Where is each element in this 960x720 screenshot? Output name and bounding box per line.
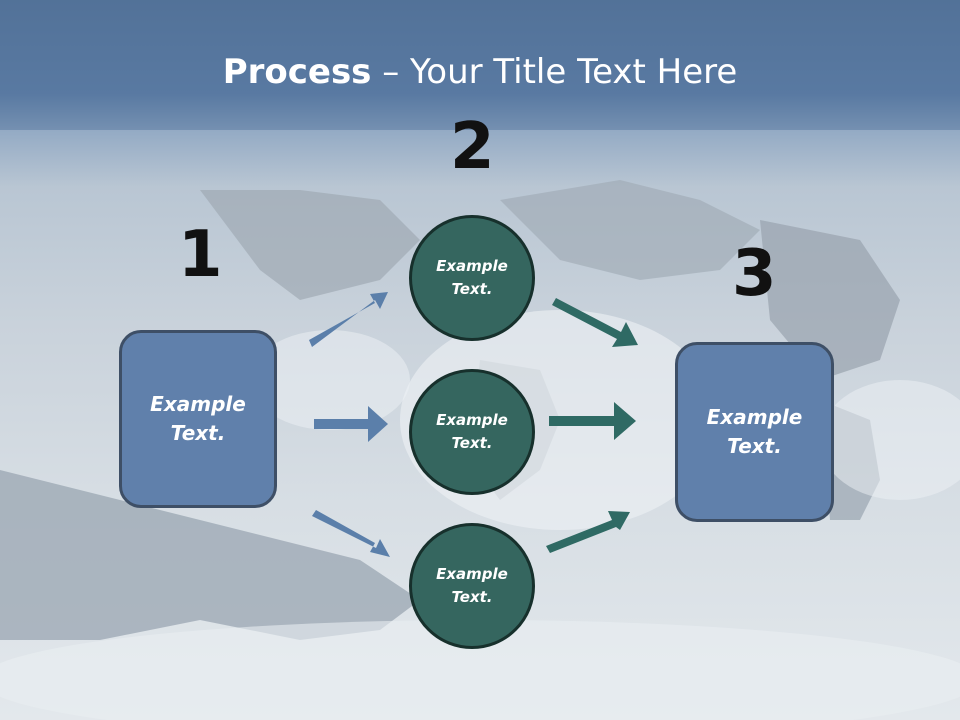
circle-top-text-line-1: Example	[436, 257, 508, 275]
title-rest: – Your Title Text Here	[371, 52, 738, 92]
circle-top-text-line-2: Text.	[451, 280, 493, 298]
step-2-circle-middle: Example Text.	[409, 369, 535, 495]
circle-bottom-text-line-2: Text.	[451, 588, 493, 606]
step-1-text-line-1: Example	[150, 392, 246, 416]
arrow-right-left	[314, 406, 388, 442]
step-number-3: 3	[732, 237, 777, 311]
step-2-circle-bottom: Example Text.	[409, 523, 535, 649]
step-3-text-line-1: Example	[706, 405, 803, 429]
circle-middle-text-line-1: Example	[436, 411, 508, 429]
title-bold: Process	[222, 52, 372, 92]
arrow-down-right-left	[312, 510, 390, 557]
arrow-down-right-right	[552, 298, 638, 347]
step-number-2: 2	[450, 110, 495, 184]
circle-bottom-text-line-1: Example	[436, 565, 508, 583]
step-1-text-line-2: Text.	[170, 421, 226, 445]
step-1-box: Example Text.	[119, 330, 277, 508]
step-2-circle-top: Example Text.	[409, 215, 535, 341]
step-3-text-line-2: Text.	[727, 434, 782, 458]
slide-title: Process – Your Title Text Here	[0, 52, 960, 92]
arrow-up-right-right	[546, 511, 630, 553]
circle-middle-text-line-2: Text.	[451, 434, 493, 452]
arrow-right-right	[549, 402, 636, 440]
arrow-up-right-left	[309, 292, 388, 347]
step-number-1: 1	[178, 218, 223, 292]
step-3-box: Example Text.	[675, 342, 834, 522]
